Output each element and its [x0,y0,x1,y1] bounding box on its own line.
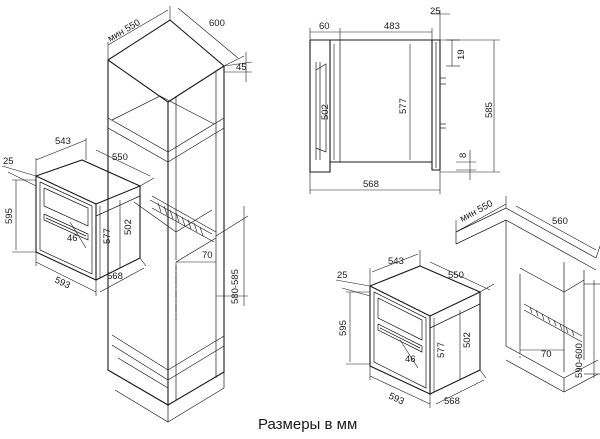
side-total-depth-label: 568 [363,179,379,190]
tall-min-width-label: мин 550 [106,17,142,44]
tall-cabinet-drawing: мин 550 600 45 580-585 [106,6,253,423]
tall-offset-label: 45 [236,62,247,73]
oven-front-height-label: 577 [102,228,113,244]
oven-height-label: 595 [4,208,15,224]
oven-inner-width-label: 543 [55,136,71,147]
uc-body-depth-label: 568 [444,396,460,407]
tall-niche-height-label: 580-585 [230,269,241,304]
uc-height-label: 595 [338,320,349,336]
uc-inner-width-label: 543 [388,256,404,267]
oven-front-drawing: 25 543 550 595 502 577 46 593 568 [1,136,216,296]
vent-slot-hatch [157,202,204,237]
side-inner-height-label: 502 [320,104,331,120]
uc-depth-label: 560 [552,216,568,227]
uc-front-height-label: 577 [436,342,447,358]
uc-width-label: 593 [387,391,406,408]
side-front-depth-label: 60 [319,21,330,32]
uc-body-height-label: 502 [462,332,473,348]
side-top-gap-2-label: 19 [456,49,467,60]
oven-cut-back-label: 70 [202,250,213,261]
uc-top-offset-label: 25 [337,270,348,281]
tall-depth-label: 600 [209,18,225,29]
oven-depth-label: 550 [112,152,128,163]
uc-niche-height-label: 590-600 [574,343,585,378]
side-top-gap-label: 25 [430,6,441,17]
oven-top-offset-label: 25 [3,156,14,167]
caption: Размеры в мм [258,416,357,433]
undercounter-vent-hatch [529,306,575,337]
oven-body-depth-label: 568 [107,271,123,282]
oven-body-height-label: 502 [123,219,134,235]
side-body-depth-label: 483 [384,21,400,32]
side-bottom-gap-label: 8 [458,153,469,158]
oven-side-view-drawing: 60 483 25 19 502 577 585 8 568 [309,6,500,194]
oven-handle-gap-label: 46 [67,233,78,244]
uc-oven-depth-label: 550 [448,270,464,281]
uc-handle-gap-label: 46 [405,354,416,365]
uc-cut-back-label: 70 [541,349,552,360]
side-body-height-label: 577 [398,98,409,114]
side-total-height-label: 585 [484,102,495,118]
undercounter-drawing: мин 550 560 25 543 550 595 502 577 46 [335,196,600,408]
oven-width-label: 593 [53,275,72,292]
